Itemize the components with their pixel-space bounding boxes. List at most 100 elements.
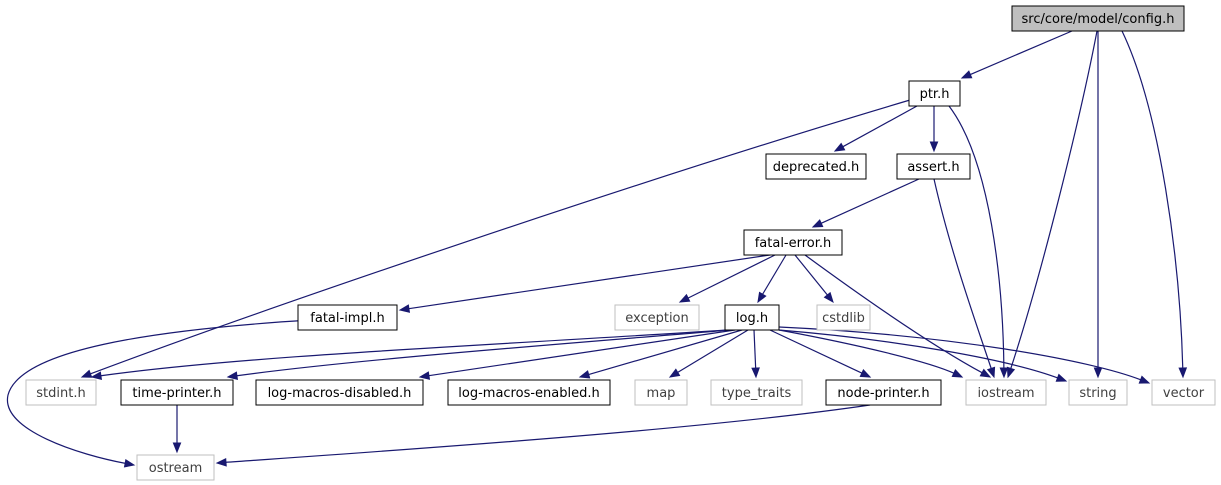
edge-node-printer-to-ostream [215,404,871,467]
node-box [825,379,942,406]
edge-fatal-error-to-iostream [804,254,992,378]
node-box [1151,379,1216,406]
arrowhead-icon [929,141,939,153]
edge-line [407,254,771,310]
edge-line [778,326,1142,381]
arrowhead-icon [1093,367,1103,379]
node-config[interactable]: src/core/model/config.h [1011,5,1185,32]
edge-line [761,254,787,296]
node-label: log-macros-enabled.h [458,386,599,401]
edge-line [99,329,728,377]
node-time-printer[interactable]: time-printer.h [120,379,234,406]
node-label: ptr.h [920,87,950,102]
node-box [965,379,1047,406]
node-assert[interactable]: assert.h [896,153,971,180]
edge-config-to-iostream [1006,30,1098,379]
edge-line [7,319,311,465]
node-ostream: ostream [136,454,215,481]
node-label: time-printer.h [132,386,221,401]
edge-log-to-map [668,329,749,378]
node-cstdlib: cstdlib [816,304,871,331]
arrowhead-icon [215,457,227,467]
node-fatal-impl[interactable]: fatal-impl.h [297,304,398,331]
arrowhead-icon [172,442,182,454]
edges-layer [7,30,1188,468]
arrowhead-icon [833,142,846,152]
arrowhead-icon [986,366,996,379]
node-box [816,304,871,331]
node-box [1011,5,1185,32]
edge-line [1121,30,1184,370]
node-box [710,379,803,406]
node-type-traits: type_traits [710,379,803,406]
node-box [614,304,700,331]
node-box [1068,379,1128,406]
edge-line [778,329,956,375]
arrowhead-icon [757,291,767,304]
edge-log-to-vector [778,326,1151,384]
node-label: iostream [977,386,1034,401]
edge-line [778,329,1059,379]
edge-line [676,329,749,374]
node-map: map [634,379,688,406]
node-label: stdint.h [36,386,85,401]
edge-log-to-time-printer [226,329,731,380]
edge-config-to-ptr [960,30,1073,79]
node-label: ostream [149,461,203,476]
node-log-macros-disabled[interactable]: log-macros-disabled.h [255,379,424,406]
node-log[interactable]: log.h [724,304,780,331]
arrowhead-icon [123,459,136,468]
edge-log-to-stdint [90,329,728,380]
edge-fatal-impl-to-ostream [7,319,311,468]
edge-log-to-node-printer [769,329,872,378]
edge-line [1009,30,1098,370]
node-box [765,153,867,180]
arrowhead-icon [668,368,681,378]
edge-ptr-to-iostream [948,105,1009,379]
edge-config-to-vector [1121,30,1188,379]
nodes-layer: src/core/model/config.h ptr.h deprecated.h… [25,5,1216,481]
edge-ptr-to-stdint [80,99,911,378]
edge-line [235,329,731,377]
node-label: node-printer.h [837,386,929,401]
edge-fatal-error-to-cstdlib [794,254,834,304]
node-box [908,80,961,107]
edge-line [804,254,984,374]
edge-config-to-string [1093,31,1103,379]
node-label: fatal-error.h [755,236,832,251]
edge-ptr-to-assert [929,106,939,153]
node-label: assert.h [907,160,959,175]
node-log-macros-enabled[interactable]: log-macros-enabled.h [447,379,611,406]
edge-time-printer-to-ostream [172,405,182,454]
arrowhead-icon [578,370,591,379]
edge-assert-to-iostream [933,178,996,379]
edge-line [933,178,993,370]
edge-fatal-error-to-fatal-impl [398,254,771,313]
node-node-printer[interactable]: node-printer.h [825,379,942,406]
node-label: vector [1163,386,1205,401]
arrowhead-icon [90,371,103,380]
node-ptr[interactable]: ptr.h [908,80,961,107]
arrowhead-icon [751,367,760,379]
arrowhead-icon [80,369,93,378]
node-deprecated[interactable]: deprecated.h [765,153,867,180]
node-box [896,153,971,180]
arrowhead-icon [678,293,691,303]
node-fatal-error[interactable]: fatal-error.h [743,229,843,256]
edge-line [769,329,864,375]
node-box [724,304,780,331]
arrowhead-icon [1138,375,1151,384]
node-exception: exception [614,304,700,331]
edge-line [89,99,911,375]
node-label: src/core/model/config.h [1022,12,1175,27]
node-label: deprecated.h [773,160,859,175]
edge-line [820,178,920,225]
node-label: type_traits [722,386,792,401]
edge-fatal-error-to-exception [678,254,776,303]
arrowhead-icon [418,371,431,380]
edge-line [969,30,1073,76]
node-stdint: stdint.h [25,379,97,406]
edge-log-to-log-macros-enabled [578,329,743,379]
edge-log-to-log-macros-disabled [418,329,736,380]
